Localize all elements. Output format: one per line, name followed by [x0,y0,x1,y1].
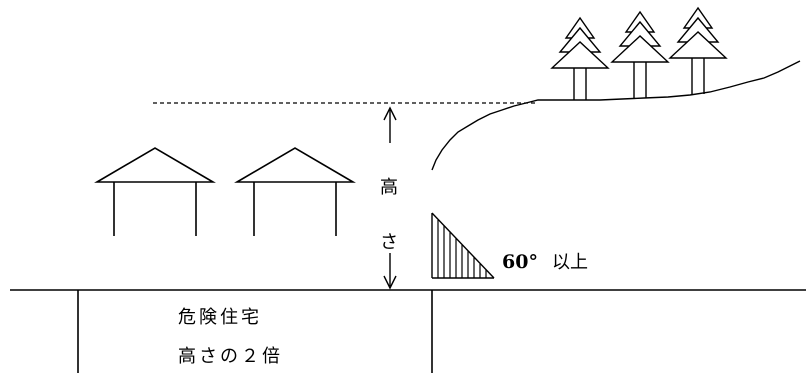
height-arrow-up-head [383,106,397,121]
house-right [234,147,356,236]
angle-value-label: 60° [502,251,538,273]
angle-hatching [437,220,487,278]
height-arrow-down-head [383,275,397,290]
danger-zone-rule: 高さの２倍 [178,346,283,367]
house-left-roof [94,147,216,183]
house-right-roof [234,147,356,183]
tree-right [668,6,728,94]
house-left [94,147,216,236]
angle-indicator [431,212,495,279]
height-dimension [383,106,397,290]
slope-profile [431,60,801,171]
height-label-char1: 高 [380,177,398,198]
angle-suffix-label: 以上 [552,252,588,273]
tree-left [550,16,610,100]
height-label-char2: さ [380,232,398,253]
danger-zone-title: 危険住宅 [178,307,262,328]
tree-middle [610,10,670,98]
ground [10,289,806,373]
